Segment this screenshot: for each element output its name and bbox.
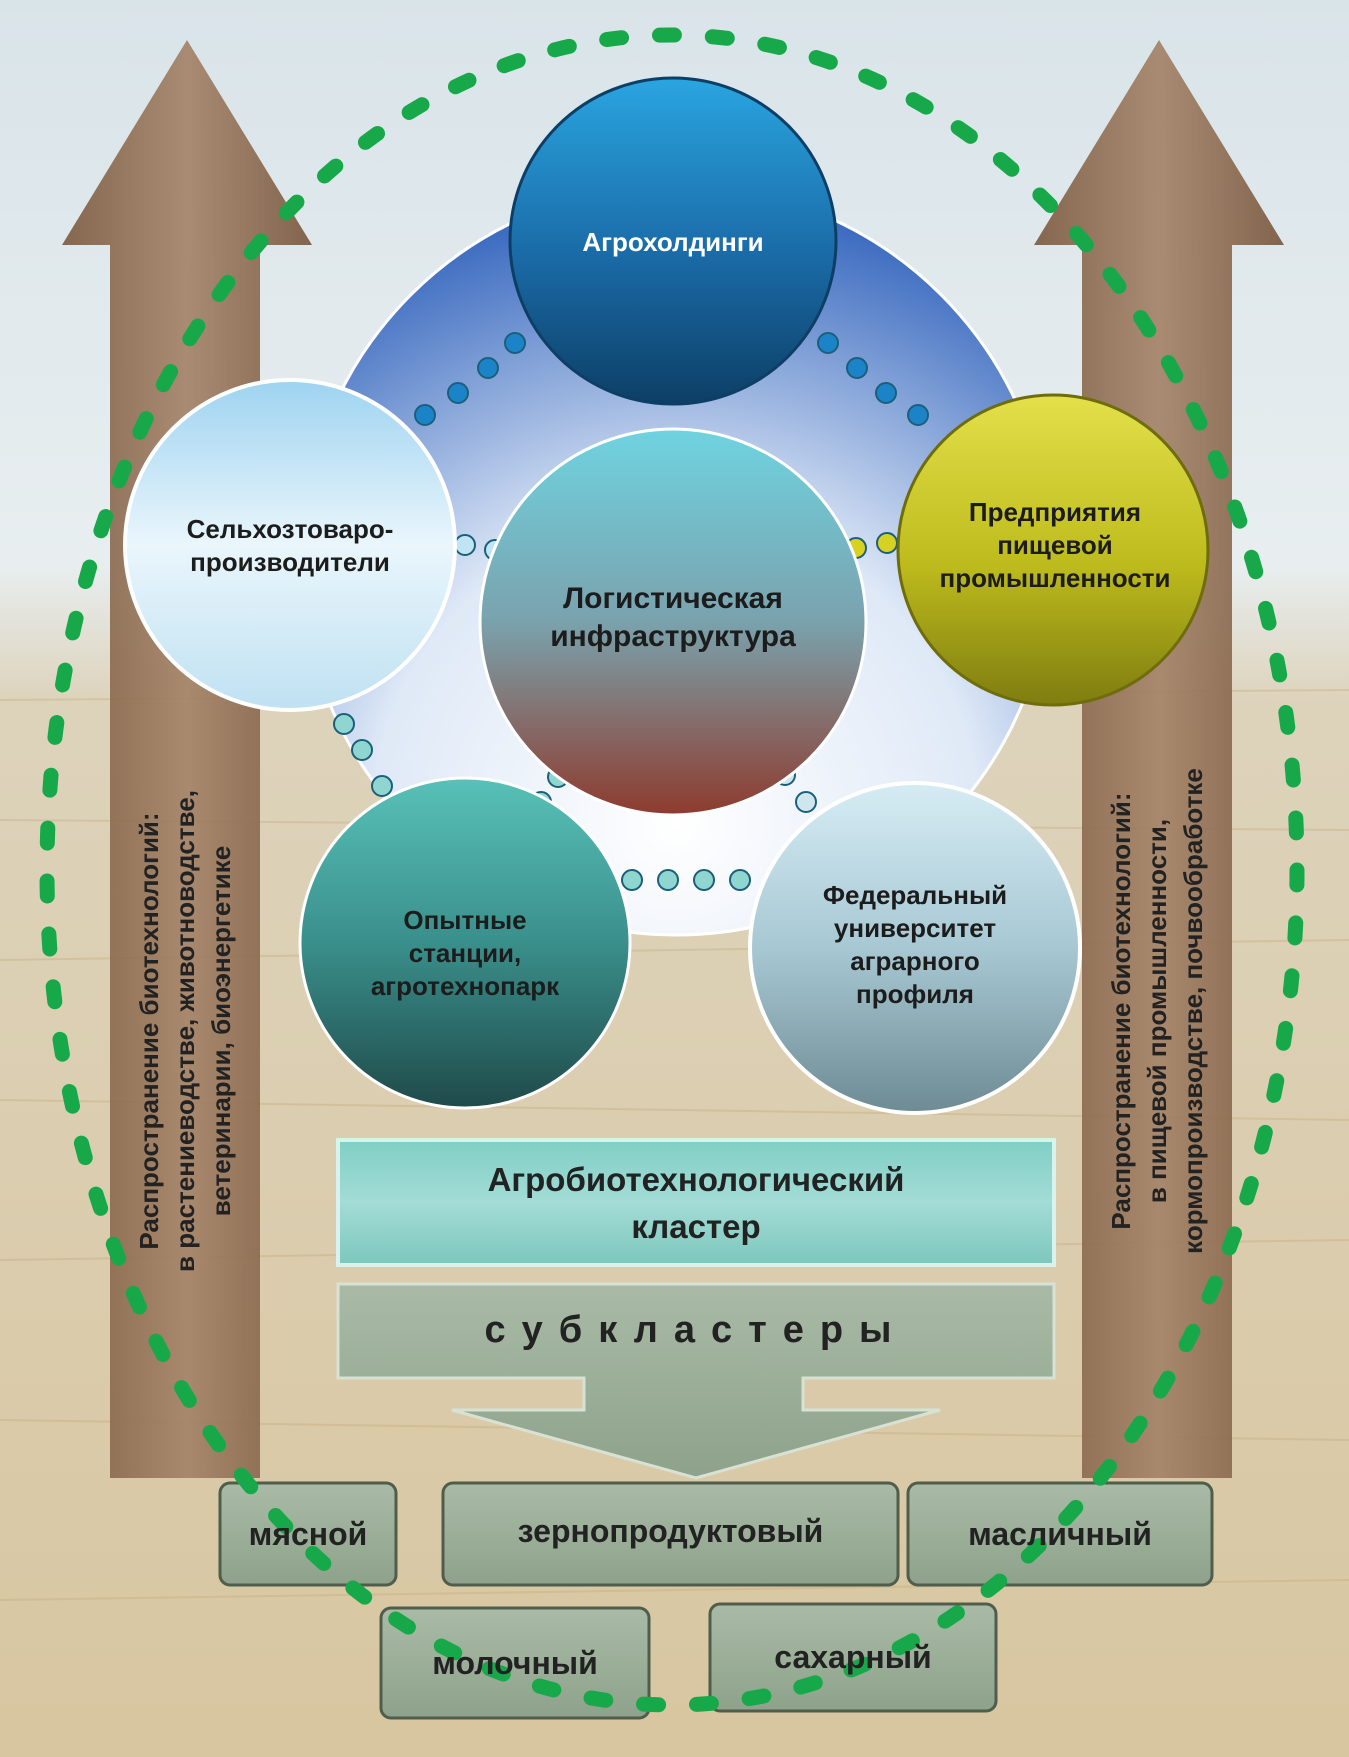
cluster-label: Агробиотехнологический кластер: [487, 1161, 905, 1245]
node-bottom-left-label: Опытные станции, агротехнопарк: [370, 904, 560, 1001]
subclusters-heading: субкластеры: [484, 1308, 908, 1351]
subclusters-arrow: [336, 1282, 1056, 1480]
node-right-label: Предприятия пищевой промышленности: [939, 496, 1171, 593]
dotted-ring: [39, 27, 1305, 1713]
node-bottom-right-label: Федеральный университет аграрного профил…: [822, 880, 1008, 1009]
node-right-circle: [896, 393, 1210, 707]
subcluster-box-4: [379, 1606, 651, 1720]
cluster-box: [336, 1138, 1056, 1267]
subcluster-box-1: [218, 1481, 398, 1587]
node-left-label: Сельхозтоваро- производители: [186, 514, 394, 577]
node-bottom-left-circle: [298, 776, 632, 1110]
subcluster-box-2: [441, 1481, 900, 1587]
subcluster-label-4: молочный: [432, 1644, 598, 1681]
node-top-label: Агрохолдинги: [582, 226, 764, 257]
subcluster-label-2: зернопродуктовый: [517, 1512, 824, 1549]
subcluster-label-5: сахарный: [774, 1639, 932, 1675]
node-center-circle: [478, 427, 868, 817]
node-top-circle: [508, 76, 838, 406]
right-arrow-label: Распространение биотехнологий: в пищевой…: [1106, 768, 1208, 1254]
node-bottom-right-circle: [748, 781, 1082, 1115]
subcluster-boxes: [218, 1481, 1214, 1720]
node-left-circle: [123, 378, 457, 712]
left-arrow-label: Распространение биотехнологий: в растени…: [134, 790, 236, 1272]
subcluster-label-1: мясной: [248, 1515, 368, 1552]
subcluster-label-3: масличный: [968, 1515, 1152, 1552]
right-arrow: [1034, 40, 1284, 1478]
subcluster-box-3: [906, 1481, 1214, 1587]
subcluster-box-5: [708, 1602, 998, 1713]
node-center-label: Логистическая инфраструктура: [550, 582, 796, 653]
